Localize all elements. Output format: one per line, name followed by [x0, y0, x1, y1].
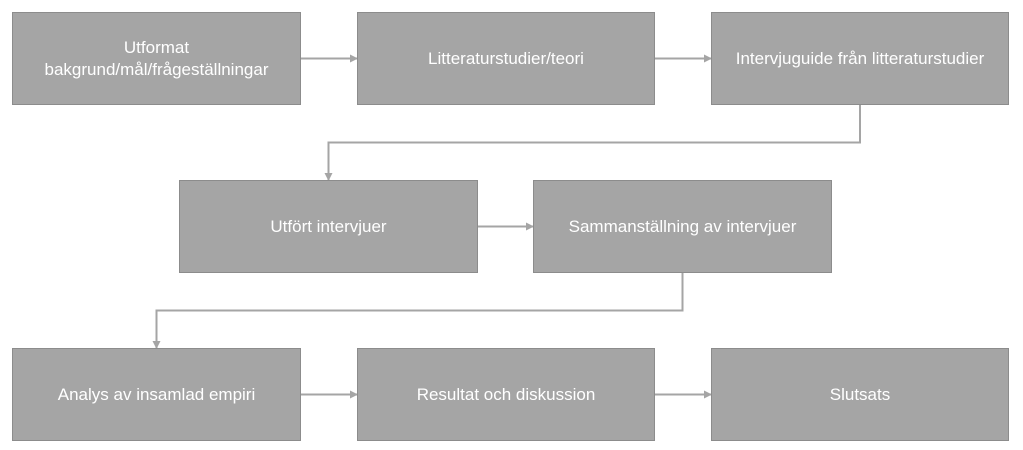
step-label: Slutsats [829, 384, 891, 404]
step-box-conclusion: Slutsats [711, 348, 1009, 441]
step-label: Utfört intervjuer [270, 216, 387, 236]
step-box-conducted-interviews: Utfört intervjuer [179, 180, 478, 273]
step-label: Sammanställning av intervjuer [568, 216, 797, 236]
step-label: Litteraturstudier/teori [428, 48, 584, 68]
step-label: Intervjuguide från litteraturstudier [735, 48, 985, 68]
step-box-interview-guide: Intervjuguide från litteraturstudier [711, 12, 1009, 105]
step-box-analysis: Analys av insamlad empiri [12, 348, 301, 441]
connector-arrow [324, 105, 861, 181]
step-box-literature-studies: Litteraturstudier/teori [357, 12, 655, 105]
step-box-interview-compilation: Sammanställning av intervjuer [533, 180, 832, 273]
step-box-results-discussion: Resultat och diskussion [357, 348, 655, 441]
step-box-formulate-background: Utformat bakgrund/mål/frågeställningar [12, 12, 301, 105]
connector-arrow [152, 273, 684, 349]
step-label: Resultat och diskussion [416, 384, 596, 404]
step-label: Utformat bakgrund/mål/frågeställningar [44, 37, 269, 79]
connector-group [152, 54, 861, 399]
step-label: Analys av insamlad empiri [57, 384, 256, 404]
